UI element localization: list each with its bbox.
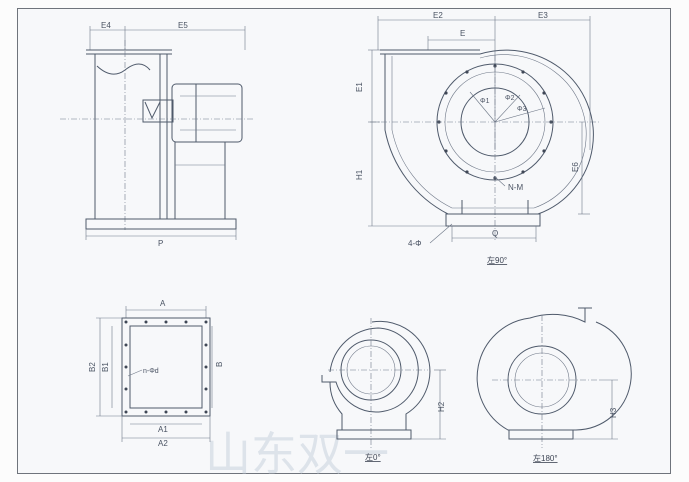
dim-a2: A2 [158,439,168,448]
dim-a: A [160,299,166,308]
dim-four-phi: 4-Φ [408,239,422,248]
caption-180: 左180° [533,453,558,463]
main-view: E2 E3 E [355,11,600,265]
dim-b1: B1 [101,362,110,372]
view-180-degrees: H3 左180° [476,307,632,463]
dim-h1: H1 [355,169,364,180]
dim-phi3: Φ3 [517,106,527,113]
dim-e2: E2 [433,11,443,20]
dim-phi2: Φ2 [505,95,515,102]
dim-e4: E4 [101,21,111,30]
dim-b2: B2 [88,362,97,372]
view-0-degrees: H2 左0° [321,318,446,462]
watermark-text: 山东双一 [205,427,389,481]
dim-e6: E6 [571,162,580,172]
dim-e: E [460,29,465,38]
flange-view: A n-Φd B [88,299,224,448]
dim-nm: N-M [508,183,523,192]
dim-n-phi-d: n-Φd [143,368,159,375]
dim-b: B [215,362,224,367]
dim-p: P [158,239,163,248]
dim-e5: E5 [178,21,188,30]
dim-q: Q [492,229,498,238]
dim-h2: H2 [437,401,446,412]
caption-0: 左0° [365,452,381,462]
side-view: E4 E5 [60,21,255,248]
dim-e1: E1 [355,82,364,92]
dim-e3: E3 [538,11,548,20]
dim-phi1: Φ1 [480,98,490,105]
dim-h3: H3 [609,407,618,418]
caption-90: 左90° [487,255,507,265]
dim-a1: A1 [158,425,168,434]
